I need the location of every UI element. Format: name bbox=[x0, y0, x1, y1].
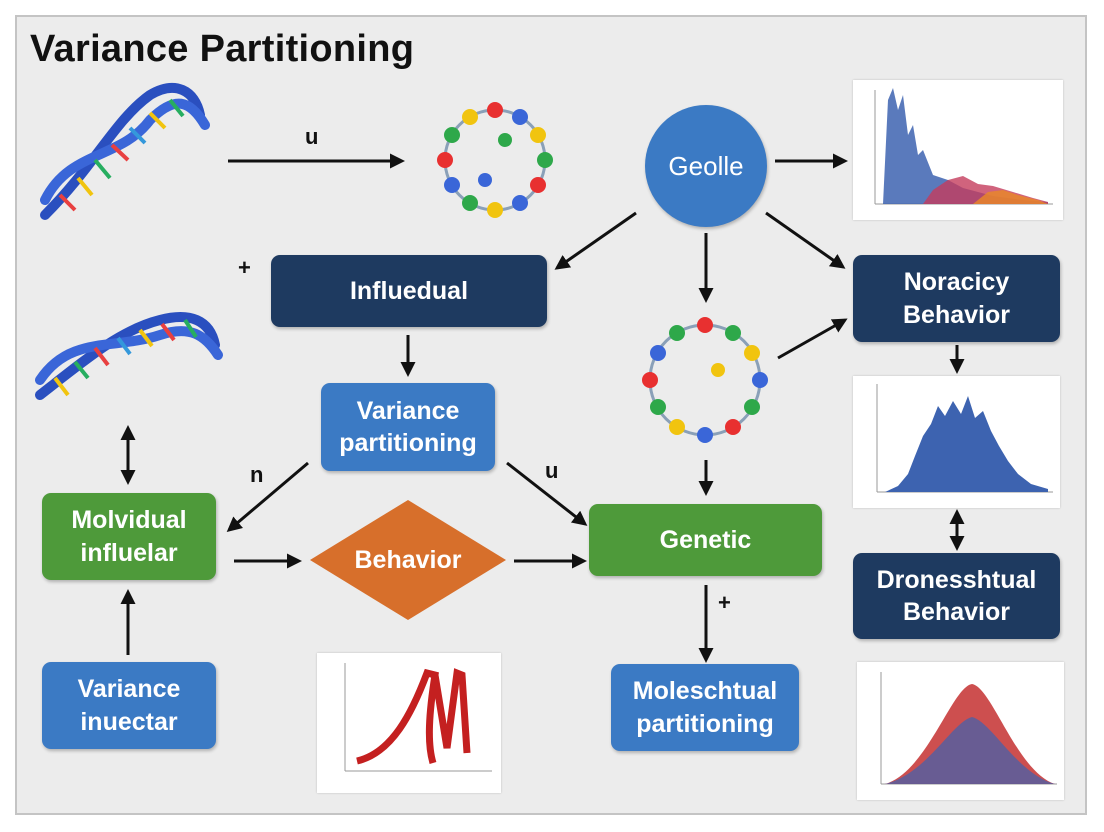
dna-helix-icon bbox=[35, 312, 223, 400]
behavior-diamond-shape bbox=[310, 500, 506, 620]
influedual-node[interactable]: Influedual bbox=[271, 255, 547, 327]
variance-partitioning-node[interactable]: Variance partitioning bbox=[321, 383, 495, 471]
moleschtual-partitioning-node[interactable]: Moleschtual partitioning bbox=[611, 664, 799, 751]
edge-label-u-top: u bbox=[305, 124, 319, 149]
molvidual-influelar-node[interactable]: Molvidual influelar bbox=[42, 493, 216, 580]
histogram-chart-icon bbox=[853, 376, 1060, 508]
edge-label-plus-left: + bbox=[238, 255, 251, 280]
behavior-node[interactable]: Behavior bbox=[354, 545, 462, 574]
edge-arrows bbox=[120, 153, 965, 663]
genetic-node[interactable]: Genetic bbox=[589, 504, 822, 576]
edge-label-u-mid: u bbox=[545, 458, 559, 483]
molecule-ring-icon bbox=[642, 317, 768, 443]
geolle-node[interactable]: Geolle bbox=[645, 105, 767, 227]
page-title: Variance Partitioning bbox=[30, 28, 415, 70]
bell-curve-chart-icon bbox=[857, 662, 1064, 800]
molecule-ring-icon bbox=[437, 102, 553, 218]
edge-label-plus-bottom: + bbox=[718, 590, 731, 615]
histogram-chart-icon bbox=[853, 80, 1063, 220]
variance-inuectar-node[interactable]: Variance inuectar bbox=[42, 662, 216, 749]
noracicy-behavior-node[interactable]: Noracicy Behavior bbox=[853, 255, 1060, 342]
dronesshtual-behavior-node[interactable]: Dronesshtual Behavior bbox=[853, 553, 1060, 639]
line-chart-icon bbox=[317, 653, 501, 793]
dna-helix-icon bbox=[40, 82, 210, 220]
bidirectional-arrows bbox=[120, 425, 965, 551]
edge-label-n: n bbox=[250, 462, 264, 487]
